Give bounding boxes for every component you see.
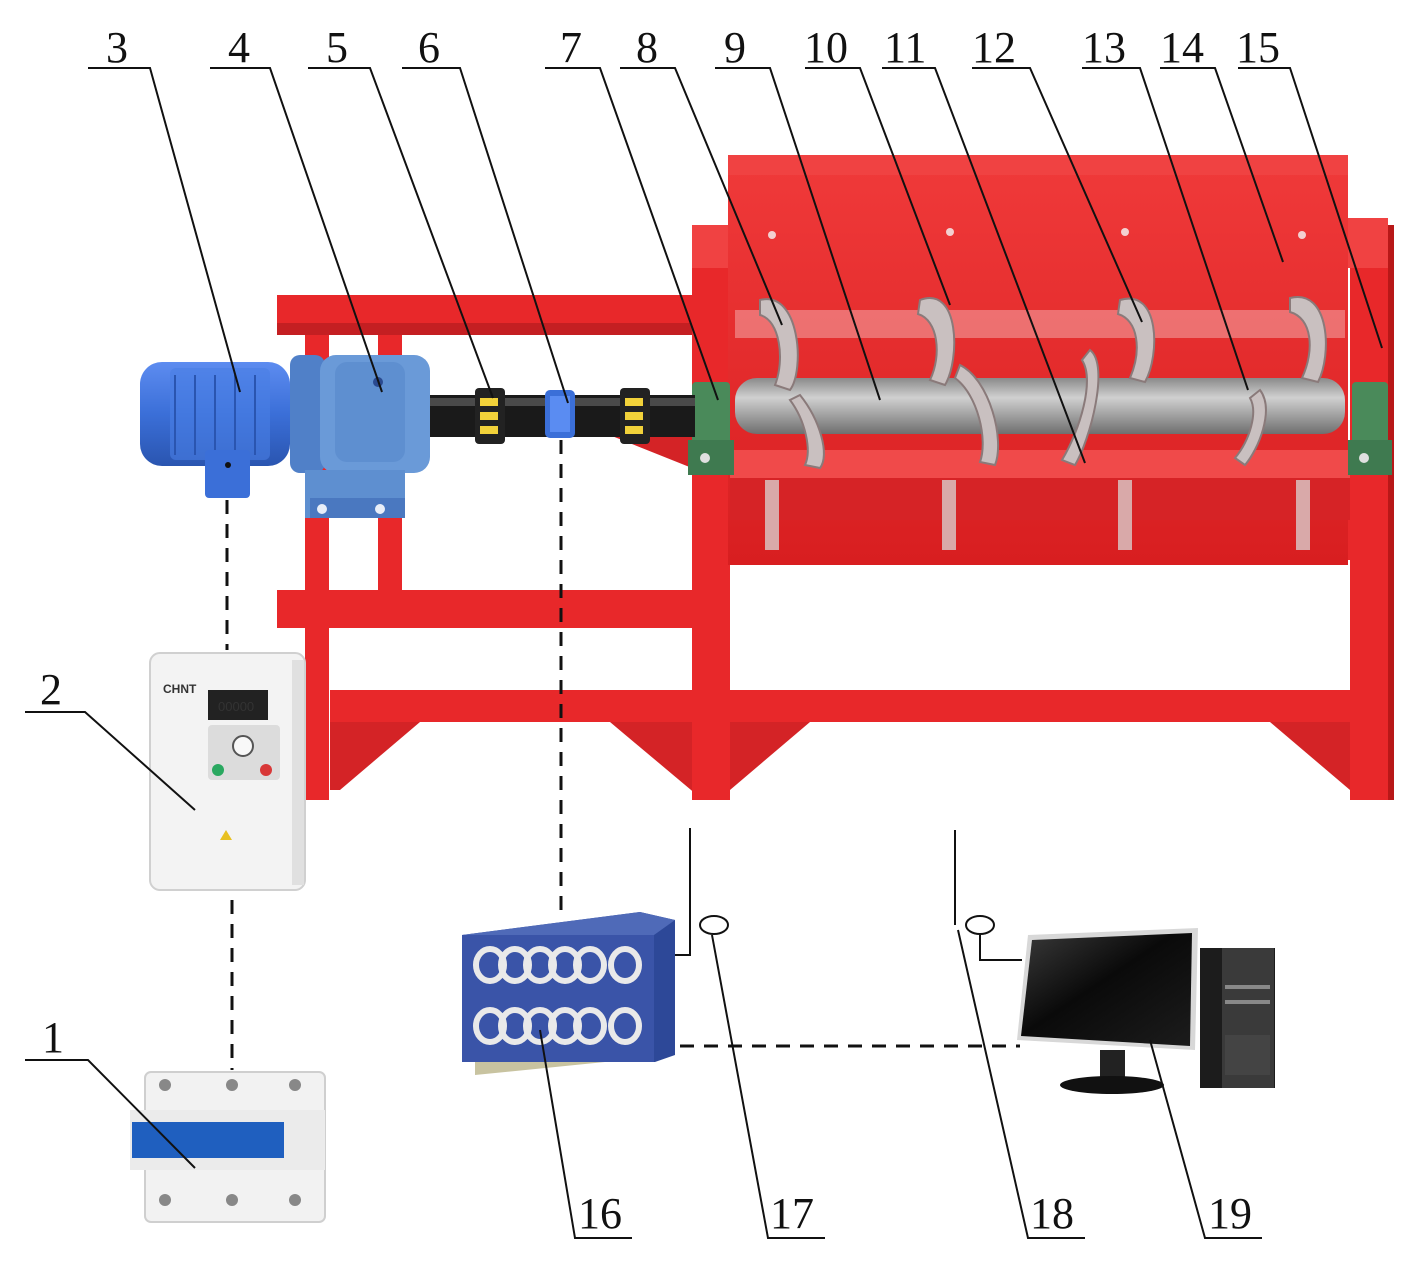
inverter-brand: CHNT [163, 682, 197, 696]
bearing-right [1348, 382, 1392, 475]
label-1: 1 [42, 1013, 64, 1062]
wireless-antenna-icon [675, 828, 729, 956]
connection-lines [225, 440, 1020, 1070]
leader-lines [25, 67, 1383, 1239]
label-15: 15 [1236, 23, 1280, 72]
label-9: 9 [724, 23, 746, 72]
circuit-breaker-icon [130, 1071, 326, 1223]
machine-frame [277, 155, 1394, 800]
coupling-left [475, 388, 505, 444]
desktop-computer-icon [1017, 928, 1275, 1094]
label-6: 6 [418, 23, 440, 72]
label-14: 14 [1160, 23, 1204, 72]
label-16: 16 [578, 1189, 622, 1238]
label-8: 8 [636, 23, 658, 72]
label-10: 10 [804, 23, 848, 72]
data-acquisition-box-icon [462, 912, 675, 1075]
label-12: 12 [972, 23, 1016, 72]
label-4: 4 [228, 23, 250, 72]
inverter-display: 00000 [218, 699, 254, 714]
gear-reducer-icon [290, 355, 430, 518]
part-labels: 3 4 5 6 7 8 9 10 11 12 13 14 15 2 1 16 1… [40, 23, 1280, 1238]
label-13: 13 [1082, 23, 1126, 72]
bearing-left [688, 382, 734, 475]
label-5: 5 [326, 23, 348, 72]
torque-sensor [545, 390, 575, 438]
label-2: 2 [40, 665, 62, 714]
label-18: 18 [1030, 1189, 1074, 1238]
label-11: 11 [884, 23, 926, 72]
coupling-right [620, 388, 650, 444]
electric-motor-icon [140, 362, 290, 498]
screw-shaft [735, 378, 1345, 434]
screw-blades [759, 296, 1327, 470]
label-3: 3 [106, 23, 128, 72]
label-17: 17 [770, 1189, 814, 1238]
label-19: 19 [1208, 1189, 1252, 1238]
label-7: 7 [560, 23, 582, 72]
frequency-inverter-icon: CHNT 00000 [149, 652, 306, 891]
wireless-antenna-icon-2 [954, 830, 1022, 961]
